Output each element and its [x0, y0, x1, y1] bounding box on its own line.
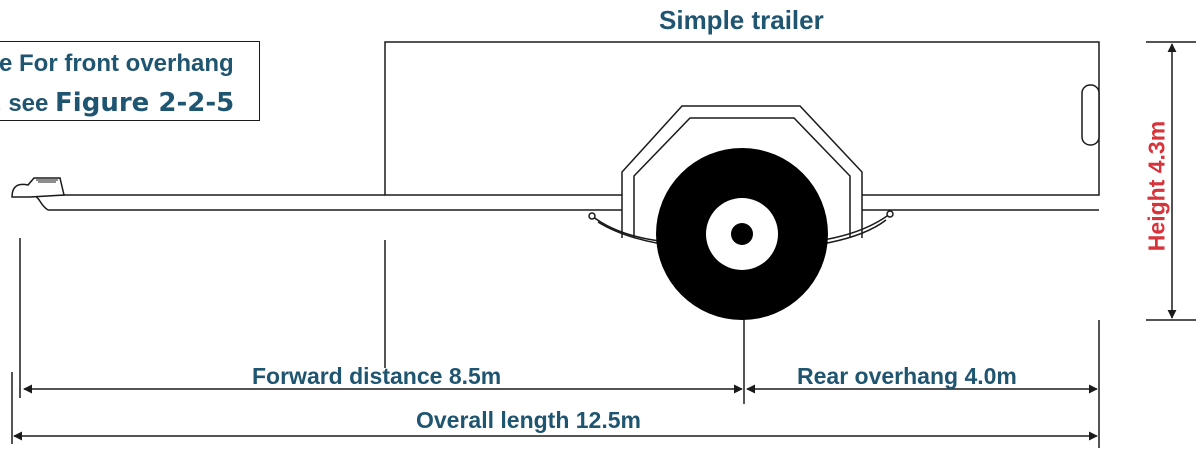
height-label: Height 4.3m: [1143, 120, 1170, 252]
note-line-2-prefix: , see: [0, 90, 56, 117]
chassis-frame: [18, 194, 1099, 211]
note-line-2: , see Figure 2-2-5: [0, 88, 234, 118]
rear-overhang-label: Rear overhang 4.0m: [797, 363, 1017, 389]
wheel: [656, 148, 828, 320]
front-overhang-note: e For front overhang , see Figure 2-2-5: [0, 41, 260, 121]
overall-length-label: Overall length 12.5m: [416, 407, 641, 433]
figure-reference: Figure 2-2-5: [55, 88, 235, 118]
forward-distance-label: Forward distance 8.5m: [252, 363, 502, 389]
note-line-1: e For front overhang: [0, 50, 234, 77]
rear-light: [1081, 84, 1100, 146]
diagram-title: Simple trailer: [659, 5, 824, 35]
hitch-coupler: [11, 177, 65, 198]
